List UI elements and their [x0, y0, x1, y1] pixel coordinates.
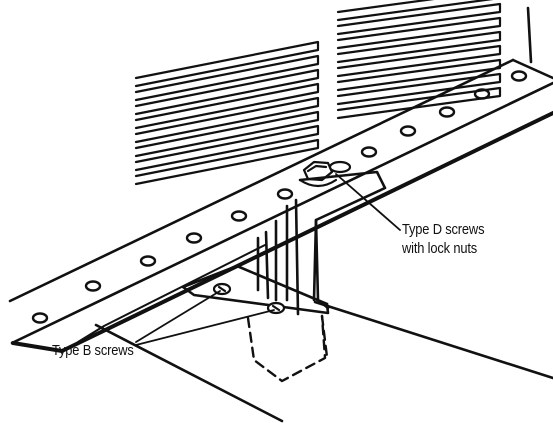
oval-hole-icon	[360, 146, 378, 158]
right-vent	[336, 0, 502, 120]
oval-hole-icon	[399, 125, 417, 137]
oval-hole-icon	[230, 210, 248, 222]
callout-type-d-line2: with lock nuts	[402, 240, 478, 257]
callout-type-b-screws: Type B screws	[52, 341, 134, 360]
callout-type-b-text: Type B screws	[52, 342, 134, 359]
oval-hole-icon	[473, 88, 491, 100]
rail-holes	[31, 70, 528, 324]
left-vent	[134, 40, 320, 186]
wall-edge	[526, 6, 533, 64]
hidden-clip	[246, 314, 329, 383]
mounting-rail	[8, 58, 553, 353]
oval-hole-icon	[139, 255, 157, 267]
callout-type-d-line1: Type D screws	[402, 221, 485, 238]
oval-hole-icon	[84, 280, 102, 292]
leader-type-b-2	[135, 309, 275, 346]
oval-hole-icon	[31, 312, 49, 324]
oval-hole-icon	[510, 70, 528, 82]
leader-lines	[135, 173, 401, 346]
oval-hole-icon	[185, 232, 203, 244]
oval-hole-icon	[276, 188, 294, 200]
oval-hole-icon	[438, 106, 456, 118]
leader-type-b-1	[135, 290, 221, 343]
leader-type-d	[335, 173, 401, 231]
lower-panel	[94, 264, 553, 423]
callout-type-d-screws: Type D screws with lock nuts	[402, 220, 485, 258]
hex-bolt-icon	[298, 160, 352, 188]
screw-head-icon	[212, 282, 232, 296]
